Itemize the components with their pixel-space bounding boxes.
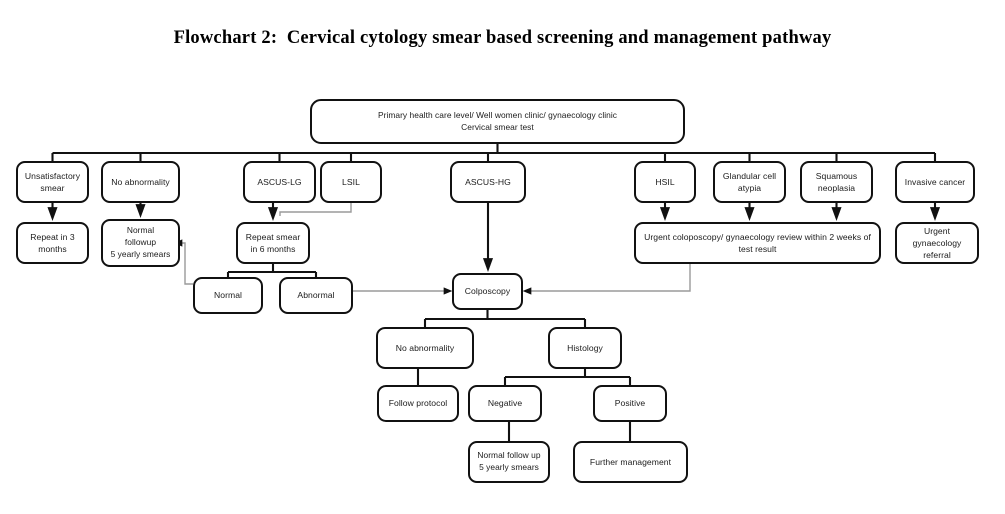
edge-urgentcolposcopy-colposcopy xyxy=(522,264,691,295)
node-normal-follow-up-5-yearly-smears[interactable]: Normal follow up 5 yearly smears xyxy=(468,441,550,483)
node-histology[interactable]: Histology xyxy=(548,327,622,369)
node-follow-protocol[interactable]: Follow protocol xyxy=(377,385,459,422)
node-normal[interactable]: Normal xyxy=(193,277,263,314)
node-positive[interactable]: Positive xyxy=(593,385,667,422)
node-normal-followup-5-yearly[interactable]: Normal followup 5 yearly smears xyxy=(101,219,180,267)
edge-lsil-repeatsmear xyxy=(279,203,352,216)
node-glandular-cell-atypia[interactable]: Glandular cell atypia xyxy=(713,161,786,203)
node-urgent-gynaecology-referral[interactable]: Urgent gynaecology referral xyxy=(895,222,979,264)
node-primary-health-care[interactable]: Primary health care level/ Well women cl… xyxy=(310,99,685,144)
node-colposcopy[interactable]: Colposcopy xyxy=(452,273,523,310)
node-no-abnormality-colposcopy[interactable]: No abnormality xyxy=(376,327,474,369)
node-repeat-in-3-months[interactable]: Repeat in 3 months xyxy=(16,222,89,264)
edge-normal-normalfollowup xyxy=(173,239,193,285)
node-ascus-hg[interactable]: ASCUS-HG xyxy=(450,161,526,203)
node-invasive-cancer[interactable]: Invasive cancer xyxy=(895,161,975,203)
node-unsatisfactory-smear[interactable]: Unsatisfactory smear xyxy=(16,161,89,203)
node-negative[interactable]: Negative xyxy=(468,385,542,422)
node-lsil[interactable]: LSIL xyxy=(320,161,382,203)
page-title: Flowchart 2: Cervical cytology smear bas… xyxy=(173,28,832,48)
node-repeat-smear-6-months[interactable]: Repeat smear in 6 months xyxy=(236,222,310,264)
node-squamous-neoplasia[interactable]: Squamous neoplasia xyxy=(800,161,873,203)
node-further-management[interactable]: Further management xyxy=(573,441,688,483)
node-no-abnormality-smear[interactable]: No abnormality xyxy=(101,161,180,203)
node-hsil[interactable]: HSIL xyxy=(634,161,696,203)
node-abnormal[interactable]: Abnormal xyxy=(279,277,353,314)
node-urgent-colposcopy-review[interactable]: Urgent coloposcopy/ gynaecology review w… xyxy=(634,222,881,264)
node-ascus-lg[interactable]: ASCUS-LG xyxy=(243,161,316,203)
